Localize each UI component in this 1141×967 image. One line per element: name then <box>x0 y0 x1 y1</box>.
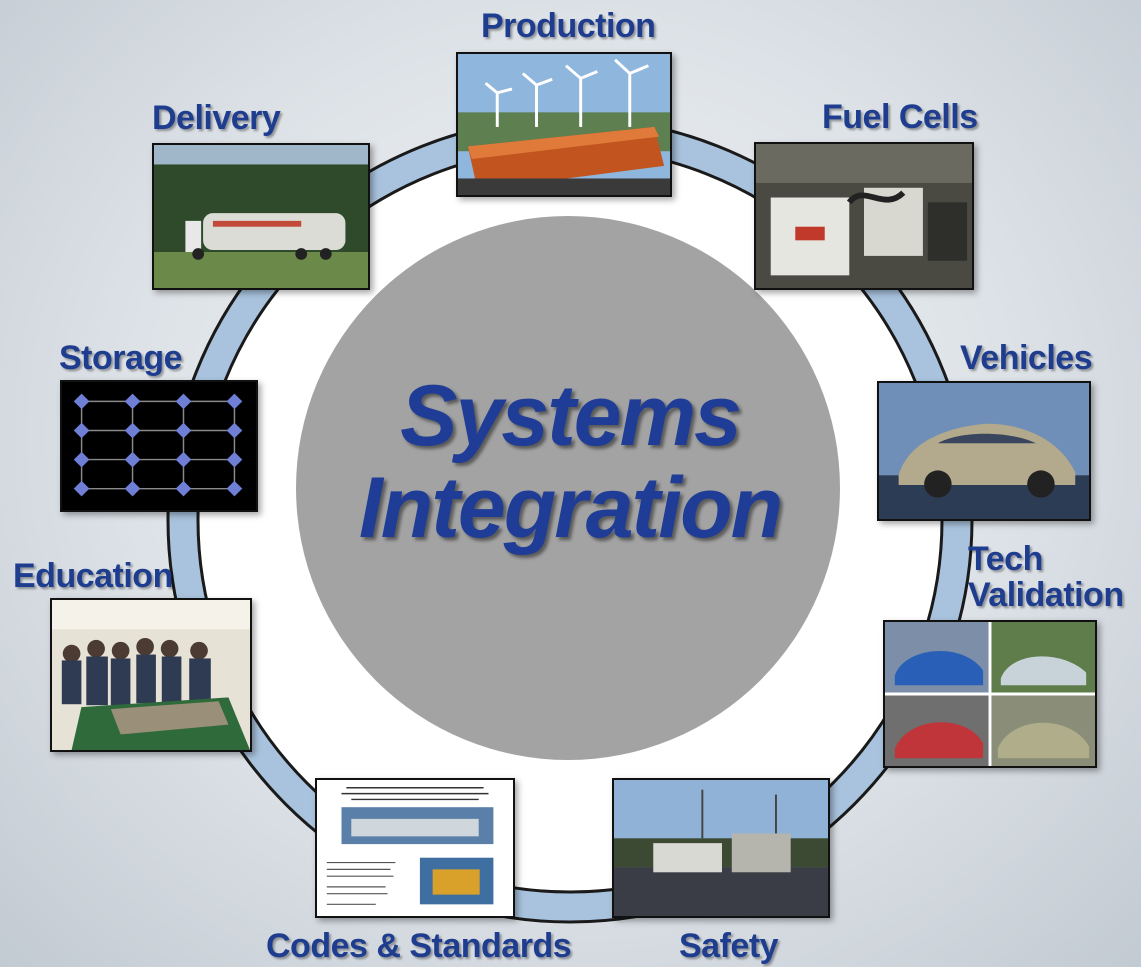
tech-validation-label-line1: Tech <box>968 540 1043 578</box>
molecular-lattice-image <box>60 380 258 512</box>
safety-label: Safety <box>679 927 779 965</box>
standards-document-photo <box>315 778 515 918</box>
center-title-line2: Integration <box>358 460 783 556</box>
fuel-cell-lab-photo <box>754 142 974 290</box>
education-label: Education <box>13 557 173 595</box>
delivery-label: Delivery <box>152 99 281 137</box>
concept-car-photo <box>877 381 1091 521</box>
center-title: Systems Integration <box>300 370 840 554</box>
vehicles-label: Vehicles <box>960 339 1093 377</box>
fueling-station-photo <box>612 778 830 918</box>
production-label: Production <box>481 7 656 45</box>
fleet-vehicles-photo <box>883 620 1097 768</box>
codes-standards-label: Codes & Standards <box>266 927 572 965</box>
classroom-demo-photo <box>50 598 252 752</box>
center-disc <box>296 216 840 760</box>
center-title-line1: Systems <box>400 368 742 464</box>
fuel-cells-label: Fuel Cells <box>822 98 978 136</box>
tech-validation-label: Tech Validation <box>968 541 1124 613</box>
wind-turbines-electrolyzer-photo <box>456 52 672 197</box>
tanker-truck-photo <box>152 143 370 290</box>
tech-validation-label-line2: Validation <box>968 576 1124 614</box>
storage-label: Storage <box>59 339 183 377</box>
